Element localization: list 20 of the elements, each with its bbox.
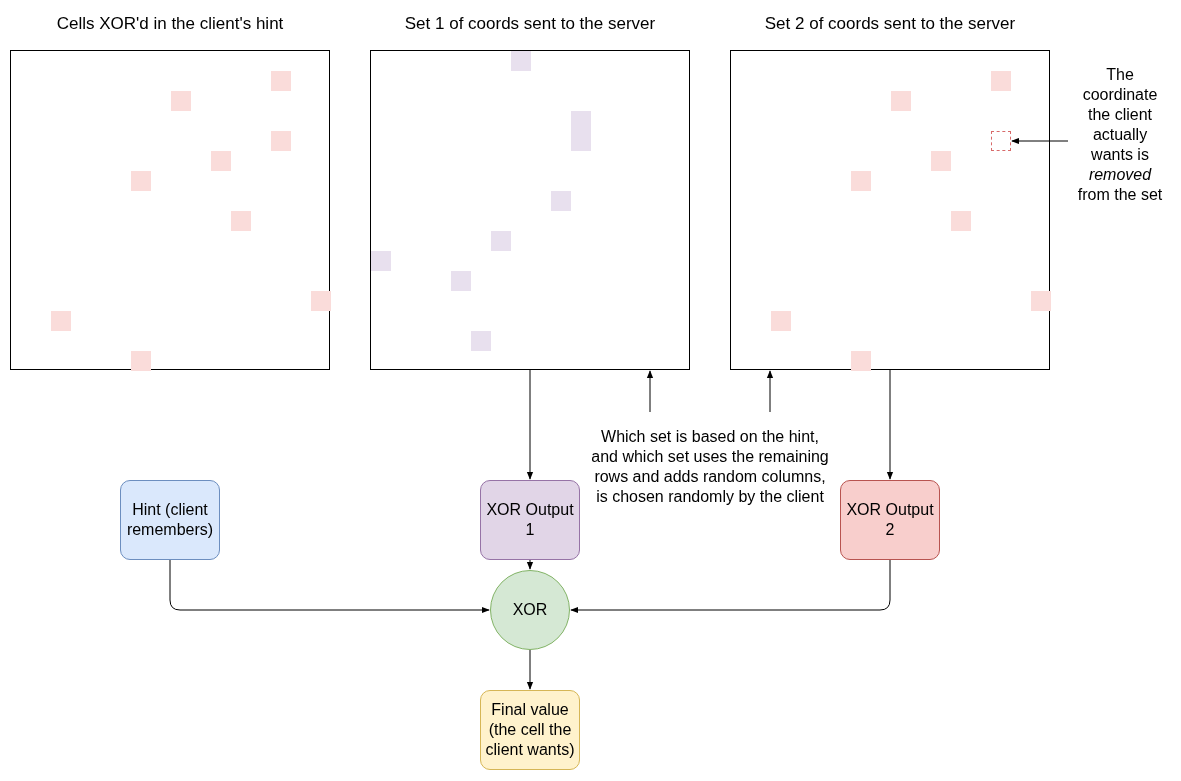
grid-heading: Set 1 of coords sent to the server bbox=[403, 14, 657, 34]
dashed-cell-marker bbox=[991, 131, 1011, 151]
arrow bbox=[570, 559, 891, 614]
xor-circle: XOR bbox=[490, 570, 570, 650]
process-box: Final value (the cell the client wants) bbox=[480, 690, 580, 770]
process-box: XOR Output 2 bbox=[840, 480, 940, 560]
arrow bbox=[886, 369, 894, 480]
arrow bbox=[526, 559, 534, 570]
arrow bbox=[766, 370, 774, 413]
process-box: XOR Output 1 bbox=[480, 480, 580, 560]
arrow bbox=[526, 649, 534, 690]
arrow bbox=[646, 370, 654, 413]
process-box: Hint (client remembers) bbox=[120, 480, 220, 560]
note-text: The coordinate the client actually wants is removed from the set bbox=[1072, 62, 1168, 207]
grid-heading: Cells XOR'd in the client's hint bbox=[55, 14, 285, 34]
grid-heading: Set 2 of coords sent to the server bbox=[763, 14, 1017, 34]
note-text: Which set is based on the hint, and which set uses the remaining rows and adds random columns, is chosen randomly by the client bbox=[588, 414, 832, 520]
leader-line bbox=[1011, 137, 1069, 145]
arrow bbox=[169, 559, 490, 614]
arrow bbox=[526, 369, 534, 480]
